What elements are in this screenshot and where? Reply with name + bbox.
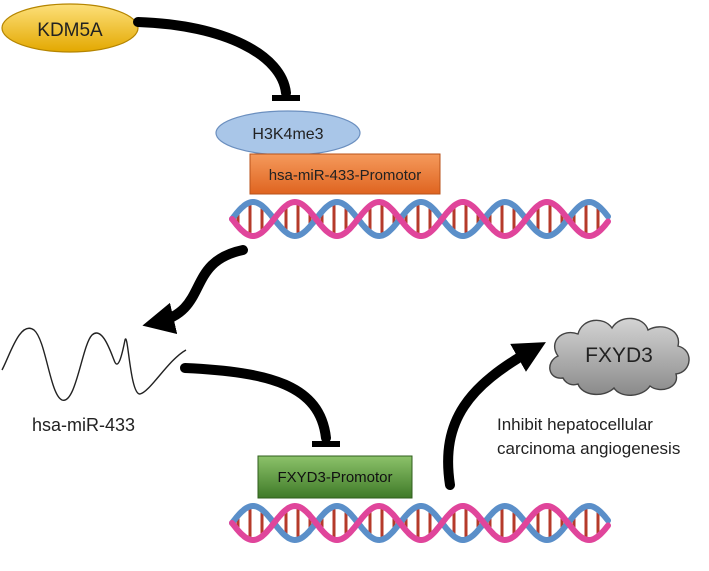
h3k4me3-node: H3K4me3 (215, 110, 361, 156)
mirna-label: hsa-miR-433 (32, 415, 135, 435)
fxyd3-label: FXYD3 (585, 344, 653, 367)
dna-backbone-pink (229, 502, 611, 544)
dna-helix-top (229, 198, 611, 240)
inhibit-arrow-mirna (180, 363, 340, 447)
fxyd3-node: FXYD3 (549, 317, 690, 396)
mir-promotor-label: hsa-miR-433-Promotor (269, 167, 422, 184)
fxyd3-promotor-label: FXYD3-Promotor (277, 469, 392, 486)
dna-rungs (236, 202, 600, 236)
dna-helix-bottom (229, 502, 611, 544)
annotation-line-2: carcinoma angiogenesis (497, 439, 680, 458)
effect-annotation: Inhibit hepatocellular carcinoma angioge… (497, 415, 680, 458)
mirna-strand (1, 327, 187, 401)
kdm5a-node: KDM5A (1, 3, 139, 53)
inhibit-arrow-kdm5a (133, 17, 300, 101)
dna-backbone-blue (229, 502, 611, 544)
annotation-line-1: Inhibit hepatocellular (497, 415, 653, 434)
kdm5a-label: KDM5A (37, 20, 103, 41)
dna-backbone-blue (229, 198, 611, 240)
arrow-to-fxyd3 (443, 342, 546, 490)
arrow-promotor-to-mirna (142, 245, 248, 334)
mir-promotor-box: hsa-miR-433-Promotor (249, 153, 441, 195)
dna-backbone-pink (229, 198, 611, 240)
fxyd3-promotor-box: FXYD3-Promotor (257, 455, 413, 499)
h3k4me3-label: H3K4me3 (252, 126, 323, 143)
dna-rungs (236, 506, 600, 540)
